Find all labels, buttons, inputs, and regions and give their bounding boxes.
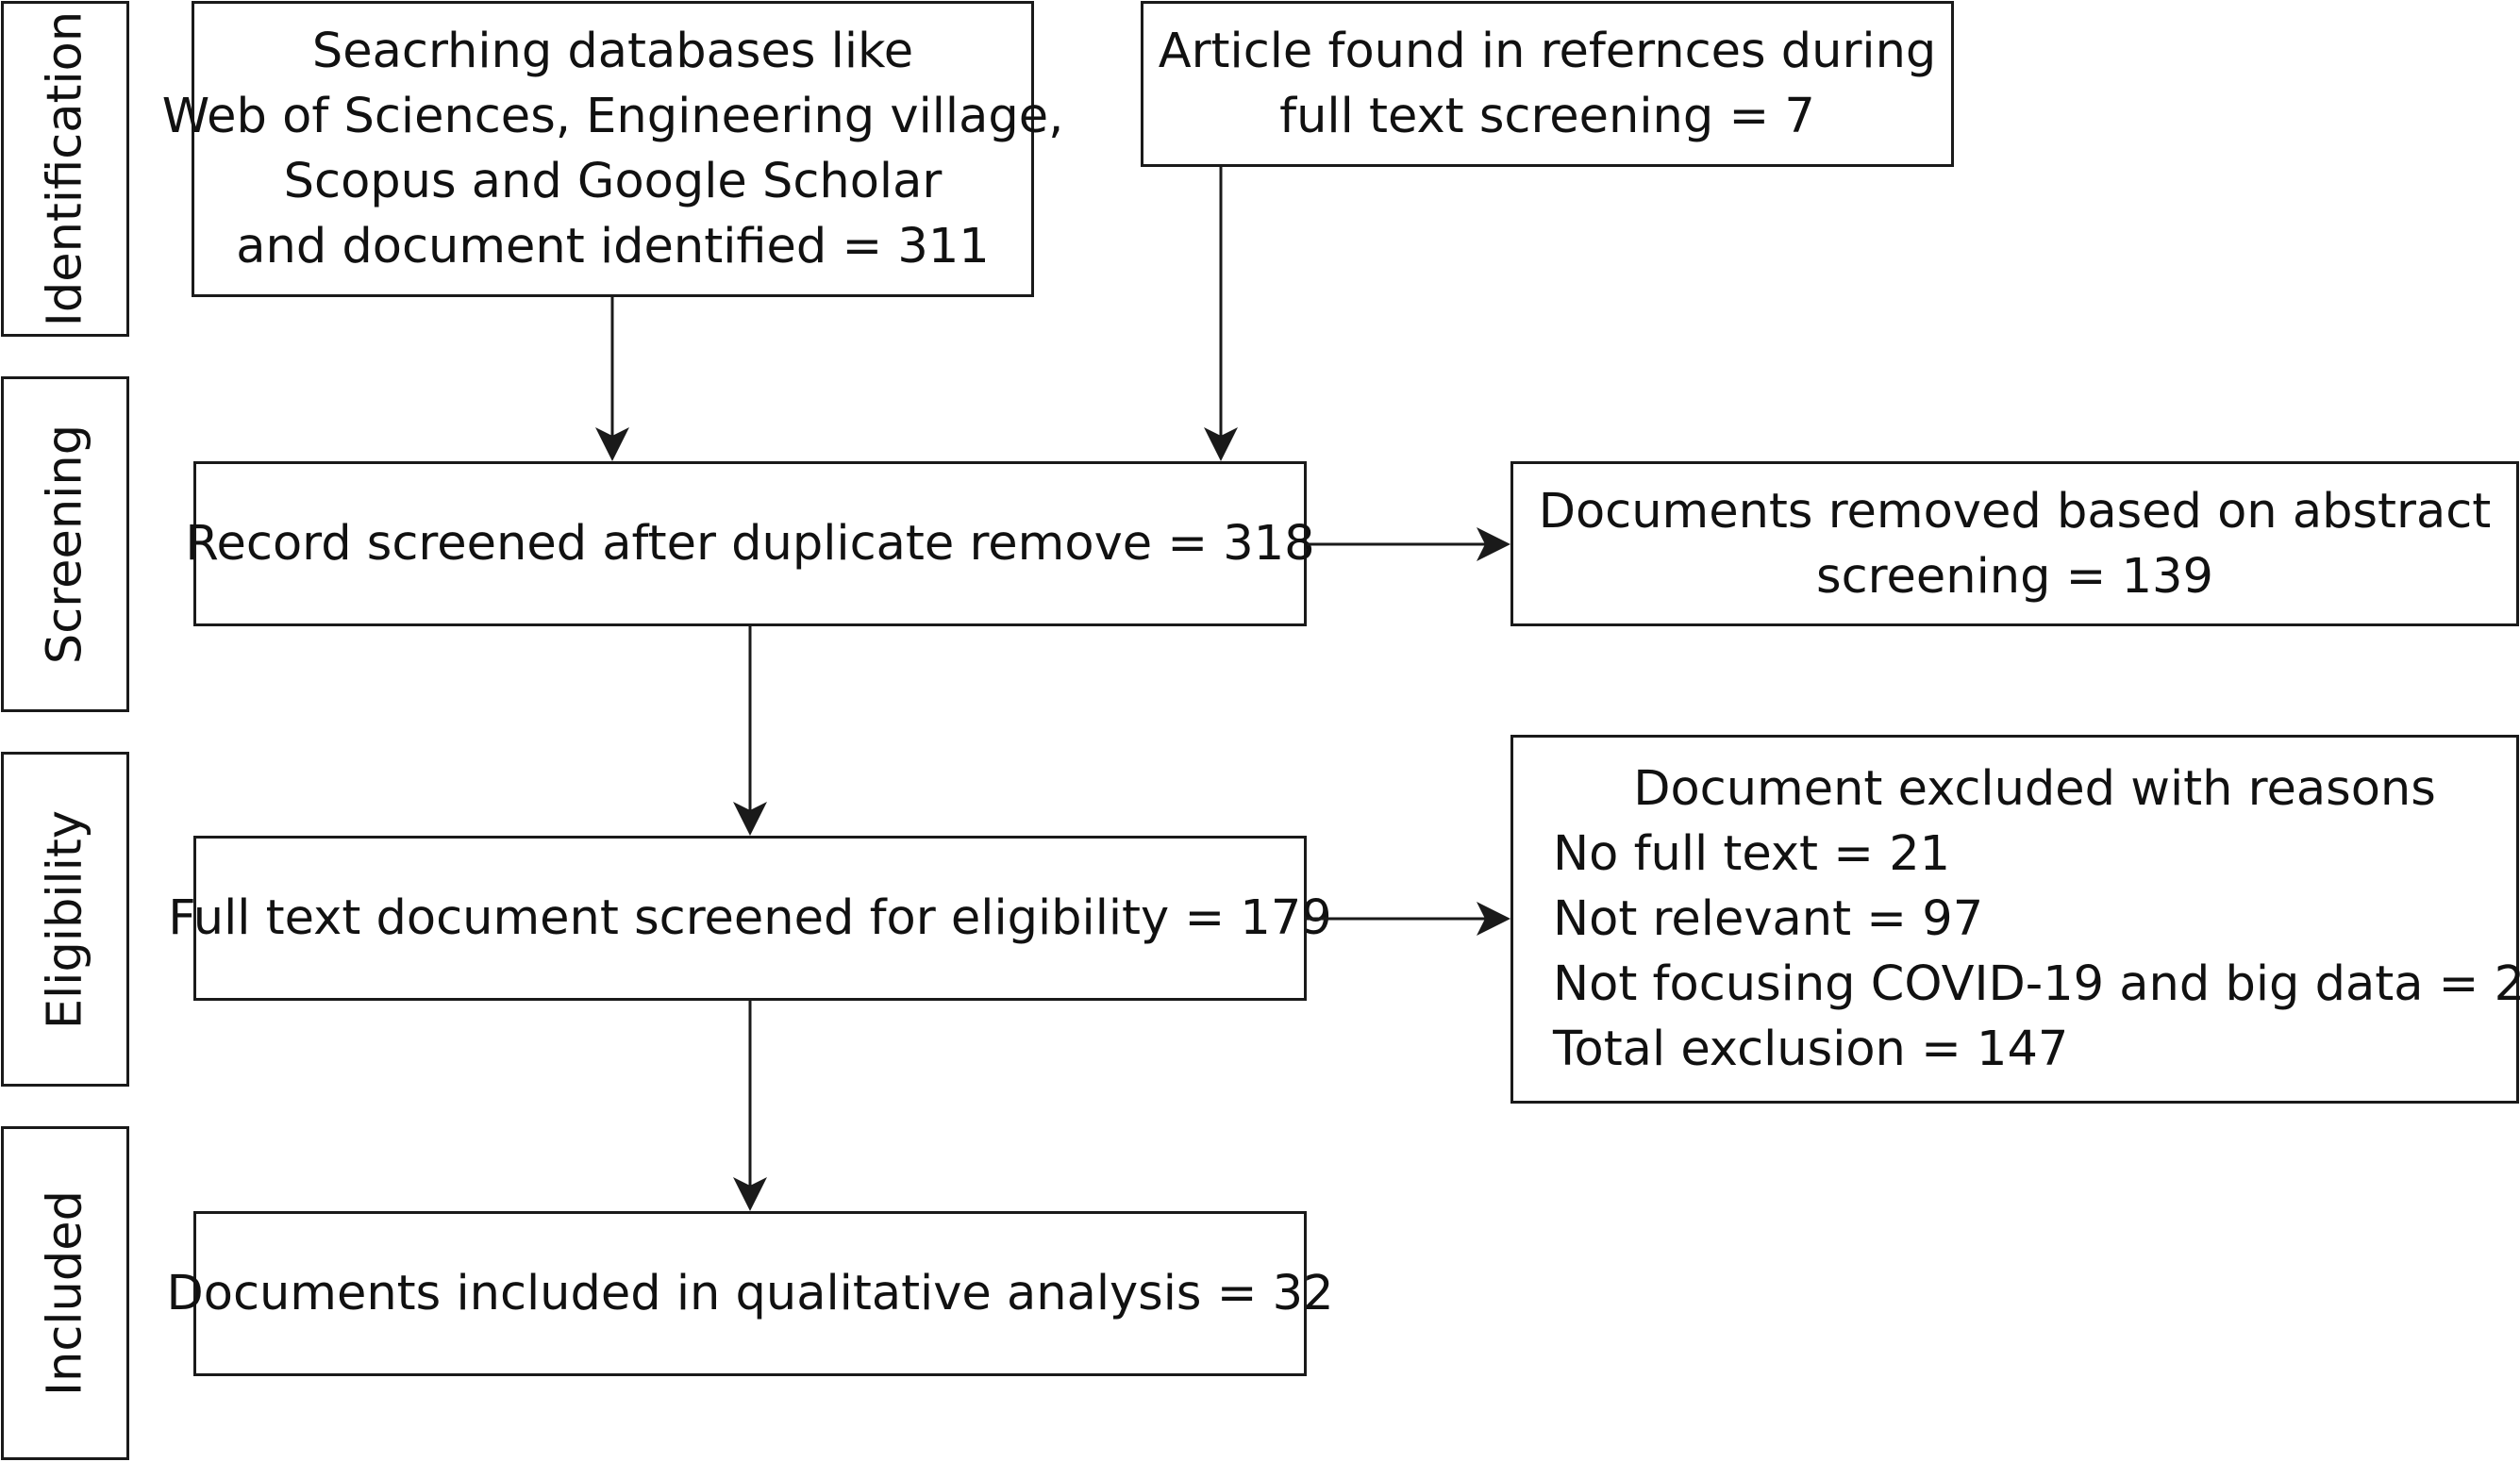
- abstract-removed-line: Documents removed based on abstract: [1538, 483, 2492, 540]
- excluded-reason-line: No full text = 21: [1553, 826, 1951, 882]
- database-search-line: Web of Sciences, Engineering village,: [161, 89, 1064, 144]
- included-text: Documents included in qualitative analys…: [166, 1266, 1334, 1321]
- stage-included: Included: [1, 1126, 129, 1460]
- database-search-line: Scopus and Google Scholar: [283, 154, 943, 209]
- excluded-reasons-box: Document excluded with reasons No full t…: [1510, 735, 2520, 1104]
- fulltext-screened-box: Full text document screened for eligibil…: [168, 836, 1332, 1001]
- references-found-line: Article found in refernces during: [1158, 24, 1937, 79]
- included-box: Documents included in qualitative analys…: [166, 1211, 1334, 1376]
- excluded-reason-line: Not focusing COVID-19 and big data = 29: [1553, 956, 2520, 1012]
- fulltext-screened-text: Full text document screened for eligibil…: [168, 890, 1332, 946]
- references-found-line: full text screening = 7: [1279, 89, 1815, 144]
- excluded-header: Document excluded with reasons: [1633, 761, 2436, 817]
- stage-identification: Identification: [1, 1, 129, 337]
- database-search-line: Seacrhing databases like: [311, 24, 914, 79]
- abstract-removed-box: Documents removed based on abstract scre…: [1510, 461, 2519, 626]
- stage-eligibility: Eligibility: [1, 752, 129, 1087]
- records-screened-text: Record screened after duplicate remove =…: [185, 516, 1315, 572]
- abstract-removed-line: screening = 139: [1816, 548, 2213, 605]
- excluded-total-line: Total exclusion = 147: [1553, 1022, 2069, 1077]
- database-search-box: Seacrhing databases like Web of Sciences…: [162, 1, 1063, 297]
- references-found-box: Article found in refernces during full t…: [1141, 1, 1954, 167]
- stage-screening: Screening: [1, 376, 129, 712]
- records-screened-box: Record screened after duplicate remove =…: [185, 461, 1315, 626]
- database-search-line: and document identified = 311: [236, 219, 990, 274]
- excluded-reason-line: Not relevant = 97: [1553, 891, 1984, 947]
